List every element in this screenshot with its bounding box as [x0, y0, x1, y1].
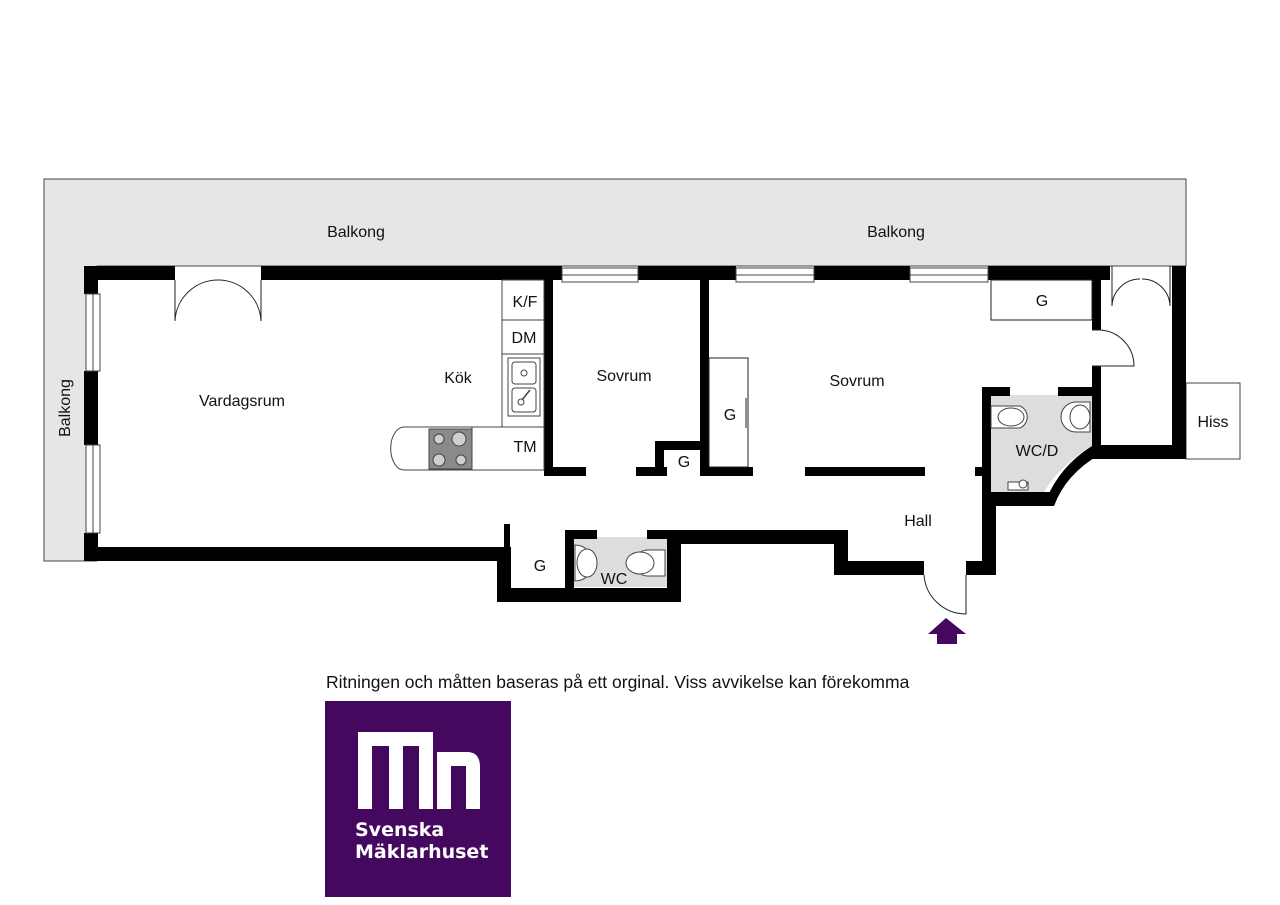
dishwasher-label: DM	[512, 330, 537, 347]
toilet-label: WC	[601, 571, 628, 588]
logo-line-1: Svenska	[355, 819, 445, 841]
wardrobe-label-1: G	[678, 454, 690, 471]
kitchen-label: Kök	[444, 370, 473, 387]
brand-logo: Svenska Mäklarhuset	[325, 701, 511, 897]
fridge-freezer-label: K/F	[513, 294, 538, 311]
washing-machine-label: TM	[513, 439, 536, 456]
wardrobe-label-3: G	[1036, 293, 1048, 310]
wardrobe-label-2: G	[724, 407, 736, 424]
wardrobe-label-4: G	[534, 558, 546, 575]
bedroom-2-label: Sovrum	[829, 373, 884, 390]
entrance-arrow-icon	[928, 618, 966, 644]
logo-line-2: Mäklarhuset	[355, 841, 489, 863]
logo-wordmark: Svenska Mäklarhuset	[355, 819, 488, 863]
living-room-label: Vardagsrum	[199, 393, 285, 410]
wardrobes	[708, 279, 1093, 468]
elevator-label: Hiss	[1197, 414, 1228, 431]
walls	[84, 266, 1186, 602]
balcony-label-right: Balkong	[867, 224, 925, 241]
kitchen-fixtures	[390, 279, 545, 471]
hall-label: Hall	[904, 513, 932, 530]
sanitary-fixtures	[574, 401, 1091, 582]
mh-logo-icon	[325, 701, 511, 897]
bedroom-1-label: Sovrum	[596, 368, 651, 385]
windows	[85, 267, 989, 534]
bathroom-label: WC/D	[1016, 443, 1059, 460]
balcony-label-left: Balkong	[327, 224, 385, 241]
balcony-label-side: Balkong	[57, 379, 74, 437]
doors	[174, 266, 1171, 615]
disclaimer-text: Ritningen och måtten baseras på ett orgi…	[326, 672, 910, 692]
